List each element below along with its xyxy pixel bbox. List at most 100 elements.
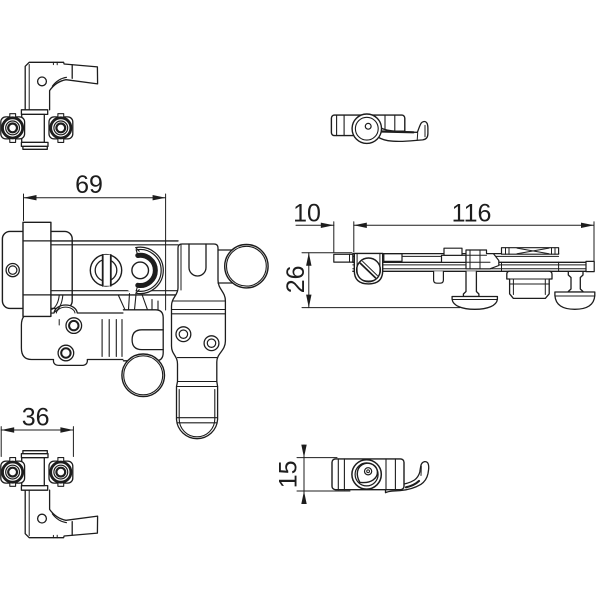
- cam-housing-line-4: [135, 252, 158, 288]
- spindle-hub-panel-3: [102, 254, 111, 286]
- clevis-slot: [131, 329, 164, 351]
- arm-inner-curve: [51, 76, 68, 87]
- tab-bottom: [22, 145, 48, 150]
- arrow-right: [60, 427, 74, 433]
- bracket-arm-outline: [24, 61, 99, 111]
- arrow-right: [152, 195, 166, 201]
- keeper-body-lines: [337, 458, 396, 491]
- arm-ticks: [52, 61, 58, 66]
- lower-gearbox-line-1: [20, 304, 125, 367]
- keeper-hook: [373, 120, 429, 143]
- gearbox-screw-hole: [65, 317, 83, 335]
- side-small-tab: [433, 270, 444, 284]
- cam-housing-line-2: [135, 246, 164, 295]
- keeper-cam: [351, 113, 383, 145]
- side-striker-plate-line-2: [505, 247, 556, 255]
- arrow-left: [1, 427, 15, 433]
- lower-roller-ring-2: [123, 355, 164, 396]
- arm-rivet-ring-2: [178, 329, 189, 339]
- arm-rivet: [203, 335, 220, 352]
- dimension-side-offset: 10: [293, 200, 355, 253]
- side-gearbox: [353, 252, 384, 285]
- roller-right-ring-2: [53, 120, 69, 136]
- foot-inner-outline: [178, 388, 216, 438]
- side-striker-plate-panel-1: [500, 247, 560, 255]
- side-striker-plate: [500, 247, 560, 255]
- keeper-hook: [384, 460, 430, 494]
- extension-lines: [23, 193, 167, 311]
- clamp-strip-panel-1: [22, 221, 52, 318]
- keeper-hook-shaft: [404, 479, 421, 489]
- plate-hole-inner: [7, 265, 18, 275]
- dimension-side-height: 26: [282, 252, 461, 309]
- channel-u-slot: [188, 243, 207, 277]
- clamp-strip: [22, 221, 52, 318]
- gearbox-screw-hole-ring-4: [60, 347, 72, 359]
- side-security-block-line-2: [506, 278, 553, 295]
- keeper-cam-ring-6: [363, 467, 373, 476]
- arm-rivet-ring-1: [175, 326, 192, 343]
- roller-right-ring-3: [55, 122, 67, 134]
- corner-arm-outline: [170, 243, 227, 440]
- arm-hole: [36, 76, 48, 87]
- dimension-front-width: 69: [23, 171, 167, 311]
- keeper-hook-shaft: [380, 130, 415, 134]
- gearbox-neck-fillet: [51, 294, 64, 313]
- view-gear-assembly-side: [333, 247, 596, 310]
- bell-crank-lines: [117, 292, 159, 311]
- lower-roller: [121, 353, 166, 398]
- gearbox-dome-inner: [55, 306, 76, 314]
- side-cam-cluster-line-4: [465, 249, 491, 270]
- side-gearbox-slot: [359, 262, 377, 279]
- view-gear-assembly-front: [1, 221, 269, 440]
- roller-left-ring-2: [5, 120, 21, 136]
- arrow-right: [581, 222, 594, 228]
- lower-roller-ring-1: [121, 353, 166, 398]
- arm-cross-lines: [171, 300, 226, 388]
- foot-lines: [176, 417, 218, 424]
- roller-left: [1, 116, 25, 140]
- side-gearbox-ring-3: [355, 257, 382, 283]
- view-keeper-top: [330, 113, 429, 145]
- arm-rivet: [175, 326, 192, 343]
- dimension-keeper-height: 15: [275, 444, 351, 504]
- dimension-bracket-width: 36: [0, 404, 74, 457]
- cam-housing-cap-bottom: [135, 284, 140, 294]
- follower-circle: [131, 261, 150, 280]
- extension-lines: [301, 252, 461, 309]
- clamp-strip-line-2: [22, 240, 52, 296]
- arrow-top: [306, 252, 312, 266]
- dimension-text-36: 36: [22, 404, 50, 432]
- side-cam-cluster-panel-2: [443, 247, 463, 256]
- spindle-hub: [89, 253, 123, 287]
- dimension-text-69: 69: [75, 171, 103, 199]
- lower-gearbox: [20, 294, 125, 367]
- roller-left-ring-3: [7, 122, 19, 134]
- side-gearbox-slot2: [362, 260, 378, 277]
- flange-top: [20, 109, 49, 116]
- keeper-cam-ring-7: [366, 469, 371, 474]
- extension-lines: [0, 426, 74, 457]
- rail-end-cap: [585, 260, 595, 273]
- mushroom-pin: [451, 270, 499, 310]
- side-top-tab: [383, 253, 403, 263]
- arrow-down: [301, 444, 307, 458]
- dimension-text-116: 116: [452, 200, 492, 228]
- mushroom-pin-line-1: [462, 270, 480, 298]
- arrow-right-inward: [320, 222, 334, 228]
- arrow-bottom: [306, 294, 312, 308]
- mushroom-pin-line-5: [554, 291, 596, 310]
- clevis: [122, 309, 164, 362]
- gearbox-screw-hole-ring-2: [68, 319, 80, 332]
- mushroom-pin-line-4: [567, 271, 584, 293]
- keeper-cam: [351, 458, 383, 490]
- arrow-left: [23, 195, 37, 201]
- cam-housing-line-3: [135, 248, 162, 292]
- keeper-cam-ring-2: [354, 116, 379, 141]
- cam-housing: [116, 246, 164, 295]
- view-corner-bracket-bottom: [0, 449, 100, 540]
- cam-housing-cap-top: [135, 247, 140, 257]
- arrow-up: [301, 491, 307, 504]
